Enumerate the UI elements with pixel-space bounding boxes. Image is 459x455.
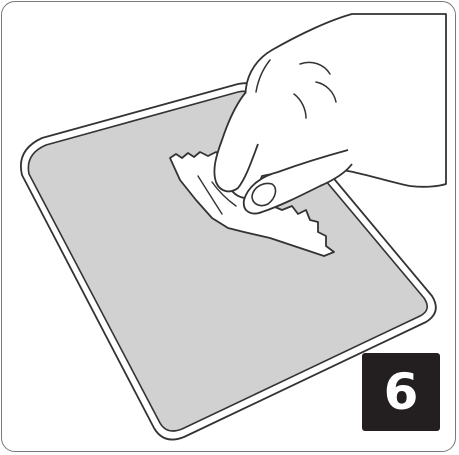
step-number-badge: 6: [362, 353, 440, 431]
step-number: 6: [384, 363, 419, 421]
